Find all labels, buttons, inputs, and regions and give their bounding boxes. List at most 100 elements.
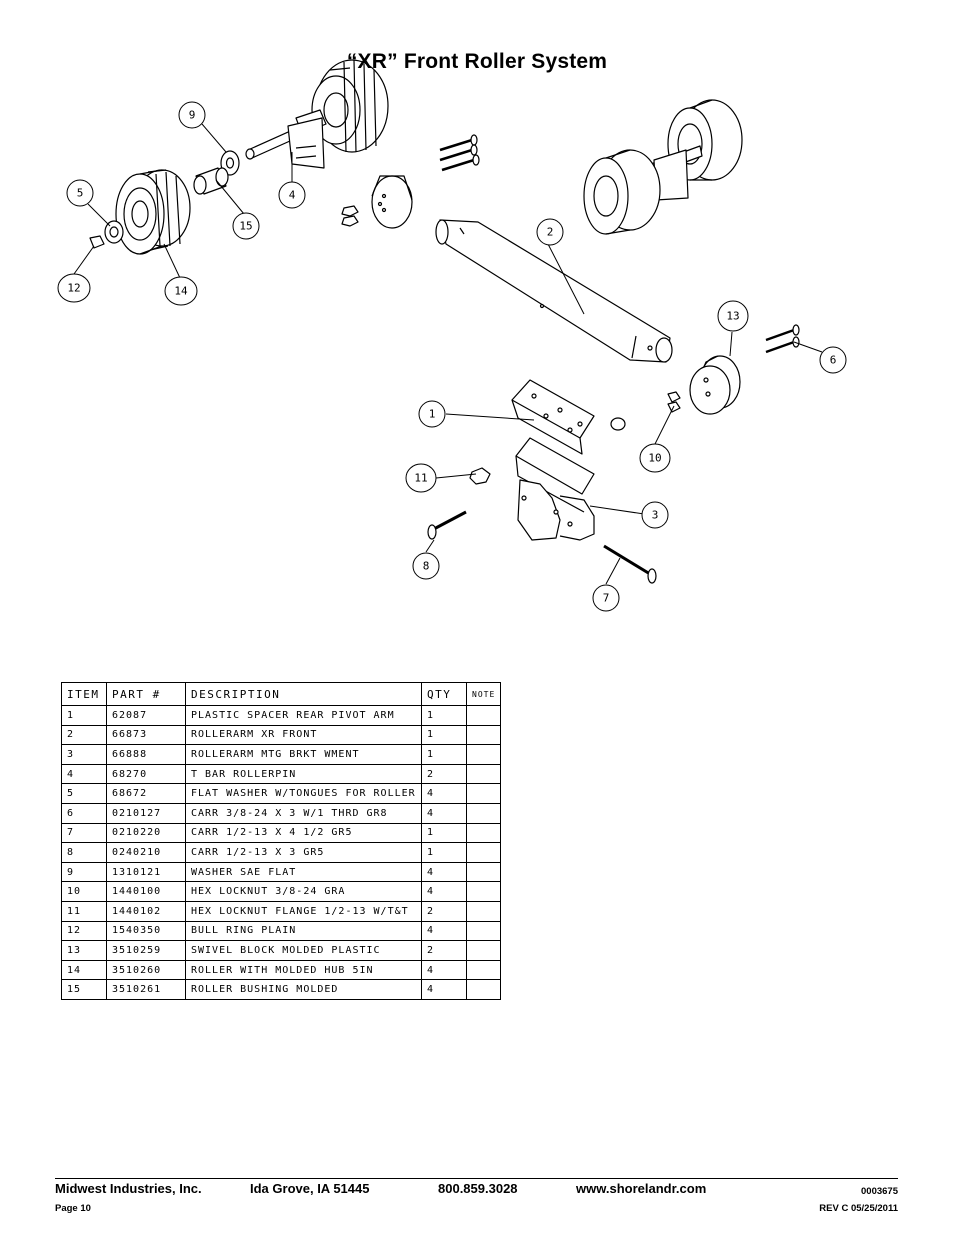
callout-9: 9 <box>189 109 196 122</box>
cell-part: 3510259 <box>106 940 186 961</box>
roller-left <box>115 169 191 255</box>
footer-company: Midwest Industries, Inc. <box>55 1181 202 1196</box>
carriage-bolts-right <box>765 324 800 354</box>
cell-item: 14 <box>61 959 107 981</box>
cell-description: T BAR ROLLERPIN <box>185 763 422 785</box>
callout-8: 8 <box>423 560 430 573</box>
cell-item: 4 <box>61 763 107 785</box>
cell-part: 3510260 <box>106 959 186 981</box>
cell-qty: 2 <box>421 940 467 961</box>
table-header-row: ITEM PART # DESCRIPTION QTY NOTE <box>61 682 501 706</box>
leader-lines <box>73 123 823 585</box>
plastic-spacer <box>511 379 595 455</box>
cell-description: PLASTIC SPACER REAR PIVOT ARM <box>185 705 422 726</box>
roller-pair-right <box>583 99 743 235</box>
callout-5: 5 <box>77 187 84 200</box>
cell-qty: 4 <box>421 979 467 1000</box>
cell-qty: 4 <box>421 920 467 942</box>
exploded-parts-diagram: 9 4 5 15 12 14 2 13 6 1 10 11 3 8 7 <box>57 59 847 612</box>
cell-qty: 4 <box>421 861 467 883</box>
header-qty: QTY <box>421 682 467 706</box>
cell-description: BULL RING PLAIN <box>185 920 422 942</box>
cell-item: 13 <box>61 940 107 961</box>
page-title: “XR” Front Roller System <box>346 50 608 73</box>
cell-item: 15 <box>61 979 107 1000</box>
roller-bushing <box>193 167 229 195</box>
cell-part: 66888 <box>106 744 186 765</box>
callout-7: 7 <box>603 592 610 605</box>
cell-item: 10 <box>61 881 107 902</box>
locknut-upper <box>341 205 359 217</box>
cell-part: 1310121 <box>106 861 186 883</box>
cell-description: SWIVEL BLOCK MOLDED PLASTIC <box>185 940 422 961</box>
footer-divider <box>55 1178 898 1179</box>
callout-2: 2 <box>547 226 554 239</box>
cell-description: WASHER SAE FLAT <box>185 861 422 883</box>
mounting-bracket <box>515 437 595 541</box>
cell-note <box>466 881 501 902</box>
cell-part: 1440102 <box>106 900 186 922</box>
cell-description: HEX LOCKNUT FLANGE 1/2-13 W/T&T <box>185 900 422 922</box>
cell-part: 1440100 <box>106 881 186 902</box>
locknut-flange <box>469 467 491 485</box>
cell-qty: 1 <box>421 822 467 844</box>
carriage-bolt-7 <box>603 544 657 584</box>
cell-note <box>466 920 501 942</box>
cell-note <box>466 763 501 785</box>
cell-item: 8 <box>61 842 107 863</box>
cell-item: 5 <box>61 783 107 804</box>
cell-note <box>466 861 501 883</box>
cell-qty: 1 <box>421 705 467 726</box>
cell-note <box>466 705 501 726</box>
cell-part: 66873 <box>106 724 186 746</box>
footer-website[interactable]: www.shorelandr.com <box>576 1181 707 1196</box>
nut-small <box>610 417 626 431</box>
cell-item: 1 <box>61 705 107 726</box>
cell-item: 12 <box>61 920 107 942</box>
cell-part: 0210220 <box>106 822 186 844</box>
cell-qty: 4 <box>421 959 467 981</box>
header-description: DESCRIPTION <box>185 682 422 706</box>
callout-markers <box>57 101 847 612</box>
cell-qty: 4 <box>421 802 467 824</box>
swivel-block-upper <box>371 175 413 229</box>
callout-4: 4 <box>289 189 296 202</box>
callout-1: 1 <box>429 408 436 421</box>
cell-note <box>466 979 501 1000</box>
callout-13: 13 <box>726 310 739 323</box>
locknut-lower <box>667 391 681 403</box>
cell-note <box>466 783 501 804</box>
cell-item: 9 <box>61 861 107 883</box>
cell-description: CARR 1/2-13 X 4 1/2 GR5 <box>185 822 422 844</box>
callout-14: 14 <box>174 285 188 298</box>
cell-description: ROLLERARM XR FRONT <box>185 724 422 746</box>
cell-part: 1540350 <box>106 920 186 942</box>
callout-15: 15 <box>239 220 252 233</box>
cell-item: 6 <box>61 802 107 824</box>
cell-qty: 1 <box>421 744 467 765</box>
footer-page-number: Page 10 <box>55 1203 91 1214</box>
footer-phone: 800.859.3028 <box>438 1181 518 1196</box>
cell-part: 0240210 <box>106 842 186 863</box>
callout-10: 10 <box>648 452 661 465</box>
cell-item: 7 <box>61 822 107 844</box>
cell-note <box>466 940 501 961</box>
cell-note <box>466 900 501 922</box>
cell-description: ROLLERARM MTG BRKT WMENT <box>185 744 422 765</box>
cell-description: CARR 1/2-13 X 3 GR5 <box>185 842 422 863</box>
footer-doc-number: 0003675 <box>861 1186 898 1197</box>
cell-part: 3510261 <box>106 979 186 1000</box>
callout-6: 6 <box>830 354 837 367</box>
cell-description: CARR 3/8-24 X 3 W/1 THRD GR8 <box>185 802 422 824</box>
